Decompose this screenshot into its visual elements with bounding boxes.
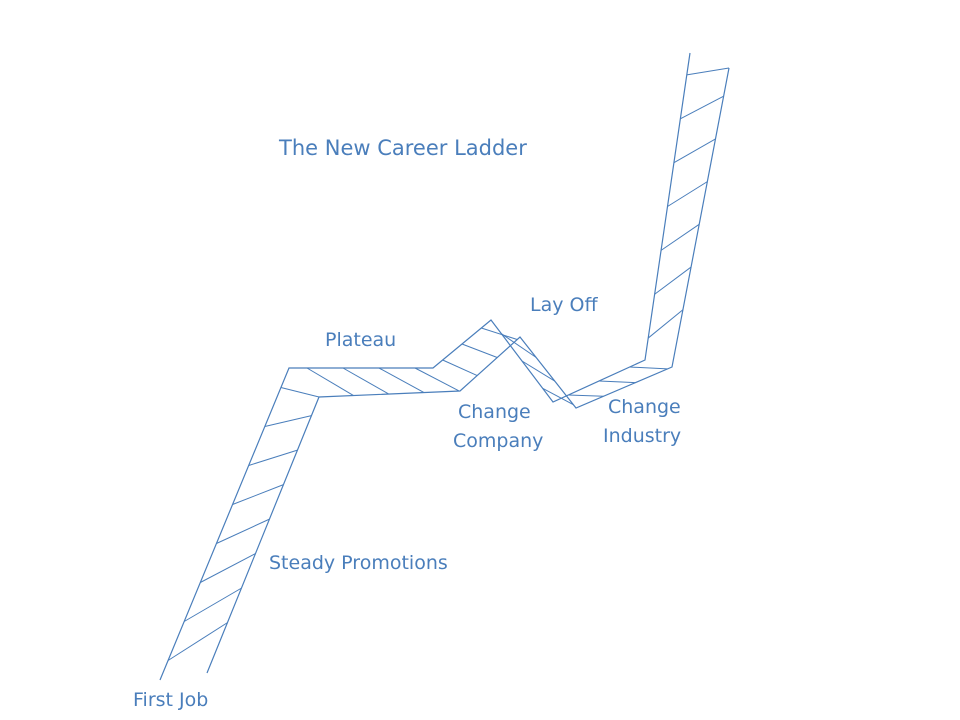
ladder-rung: [598, 380, 636, 384]
label-plateau: Plateau: [325, 329, 397, 351]
ladder-rung: [167, 622, 228, 661]
ladder-rung: [629, 366, 668, 370]
ladder-rung: [248, 449, 298, 466]
ladder-rung: [680, 95, 724, 120]
ladder-rung: [647, 309, 684, 339]
ladder-rung: [660, 223, 700, 251]
ladder-rung: [673, 138, 716, 164]
ladder-rung: [183, 587, 242, 622]
ladder-rung: [568, 394, 604, 397]
ladder-rung: [414, 367, 460, 392]
ladder-rung: [521, 360, 555, 382]
ladder-rung: [501, 333, 537, 358]
ladder-rung: [264, 415, 312, 427]
ladder-rung: [306, 367, 354, 396]
label-change-company-1: Change: [458, 401, 531, 423]
label-change-industry-2: Industry: [603, 425, 682, 447]
ladder-rung: [461, 343, 498, 358]
ladder-rung: [200, 553, 256, 583]
label-lay-off: Lay Off: [530, 294, 598, 316]
label-steady-promotions: Steady Promotions: [269, 552, 448, 574]
ladder-rung: [216, 518, 270, 544]
ladder-left-rail: [159, 52, 691, 681]
label-change-company-2: Company: [453, 430, 544, 452]
ladder-rung: [378, 367, 425, 393]
diagram-title: The New Career Ladder: [279, 136, 527, 160]
ladder-rung: [280, 387, 320, 398]
ladder-rung: [442, 359, 478, 376]
ladder-rung: [342, 367, 390, 395]
ladder-rung: [686, 67, 730, 76]
ladder-rung: [654, 266, 692, 295]
label-change-industry-1: Change: [608, 396, 681, 418]
label-first-job: First Job: [133, 689, 209, 711]
ladder-rung: [542, 387, 574, 406]
ladder-rung: [481, 327, 518, 340]
ladder-rung: [667, 181, 708, 207]
ladder-rung: [232, 484, 284, 505]
